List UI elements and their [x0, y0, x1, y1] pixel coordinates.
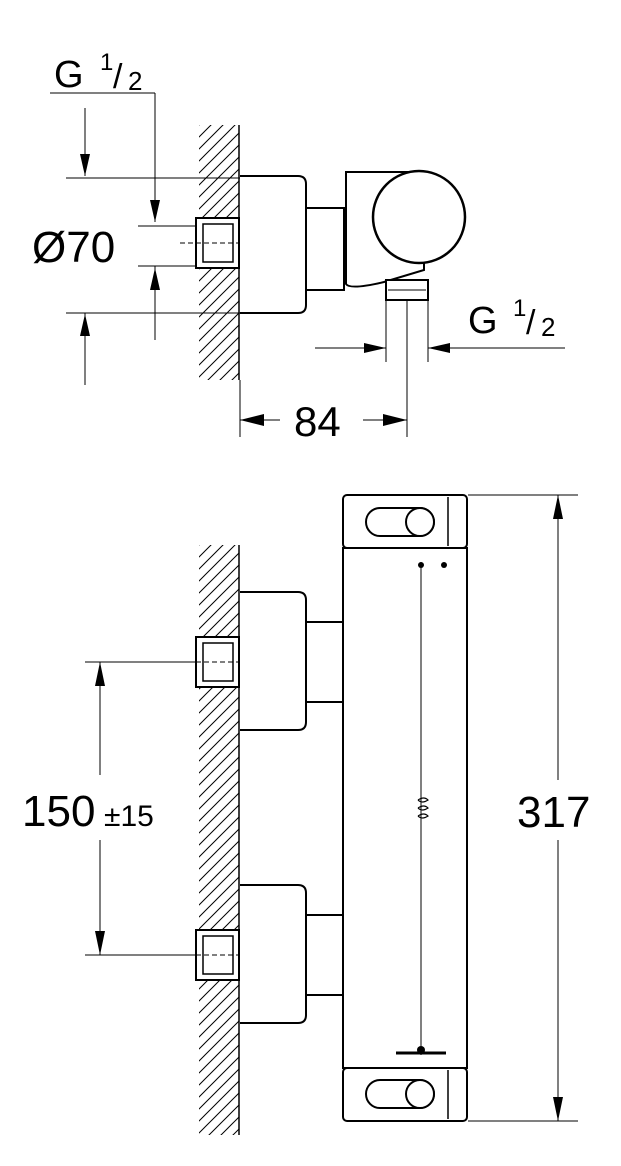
svg-text:2: 2 [541, 312, 555, 342]
depth-label: 84 [294, 398, 341, 445]
svg-text:1: 1 [100, 49, 113, 76]
svg-text:/: / [526, 304, 536, 342]
svg-text:150: 150 [22, 787, 95, 836]
svg-text:1: 1 [513, 295, 526, 322]
svg-text:±15: ±15 [104, 800, 154, 833]
svg-text:/: / [113, 58, 123, 96]
svg-text:G: G [468, 300, 498, 342]
wall-flange [240, 175, 307, 314]
connecting-pipe [305, 207, 345, 291]
outlet-nut [385, 279, 429, 301]
wall-connector-top [180, 217, 240, 269]
side-view: G 1 / 2 Ø70 G 1 / 2 84 [32, 49, 565, 445]
pipe-upper [305, 621, 345, 703]
thread-label-top: G 1 / 2 [54, 49, 142, 96]
diameter-label: Ø70 [32, 223, 115, 272]
handle-knob-side [371, 169, 467, 265]
thread-label-outlet: G 1 / 2 [468, 295, 555, 342]
temperature-handle [342, 494, 468, 549]
height-label: 317 [517, 788, 590, 837]
flange-upper [240, 591, 307, 731]
flange-lower [240, 884, 307, 1024]
svg-text:G: G [54, 54, 84, 96]
center-distance-label: 150 ±15 [22, 787, 154, 836]
wall-hatch-bottom [199, 545, 240, 1135]
svg-text:2: 2 [128, 66, 142, 96]
mixer-body-front [342, 547, 468, 1069]
flow-handle [342, 1067, 468, 1122]
front-view: 150 ±15 317 [22, 494, 590, 1135]
body-center-marking [396, 562, 447, 1055]
wall-connector-lower [180, 929, 240, 981]
pipe-lower [305, 914, 345, 996]
